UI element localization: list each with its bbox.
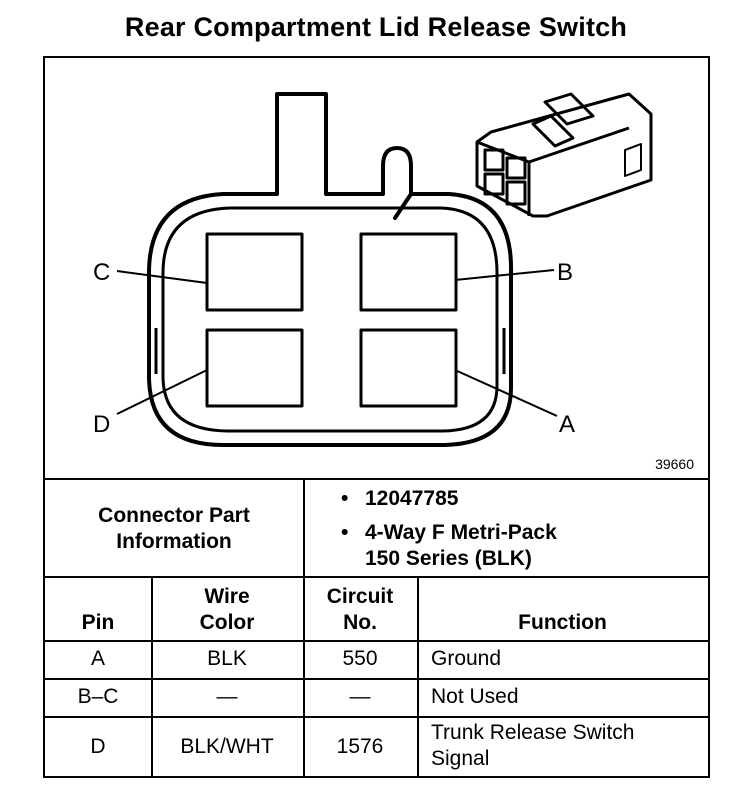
row-a-circuit: 550 [342, 647, 378, 670]
table-divider [45, 678, 708, 680]
table-divider [151, 576, 153, 778]
row-d-function-line1: Trunk Release Switch [431, 721, 635, 744]
header-function: Function [518, 611, 607, 634]
cavity-a [359, 328, 458, 408]
row-a-wire-color: BLK [207, 647, 247, 670]
part-number-item: • 12047785 [341, 486, 557, 512]
row-d-pin: D [90, 735, 106, 758]
connector-frame: C B D A 39660 Connector Part [43, 56, 710, 778]
connector-part-info-line2: Information [116, 530, 232, 553]
connector-face-diagram: C B D A [93, 92, 653, 447]
connector-part-info-label: Connector Part Information [45, 480, 303, 578]
table-divider [45, 478, 708, 480]
pin-label-c: C [93, 259, 110, 286]
pin-label-b: B [557, 259, 573, 286]
header-wire-color: Wire Color [151, 584, 303, 636]
figure-number: 39660 [655, 456, 694, 472]
table-divider [45, 716, 708, 718]
connector-housing-outline [147, 92, 514, 447]
row-d-function: Trunk Release Switch Signal [431, 720, 701, 772]
connector-description-item: • 4-Way F Metri-Pack 150 Series (BLK) [341, 520, 557, 572]
row-bc-function: Not Used [431, 685, 519, 708]
header-circuit: Circuit No. [303, 584, 417, 636]
diagram-title: Rear Compartment Lid Release Switch [124, 12, 628, 42]
bullet-icon: • [341, 521, 349, 544]
header-circuit-line1: Circuit [326, 585, 394, 608]
row-bc-pin: B–C [77, 685, 119, 708]
row-d-circuit: 1576 [336, 735, 384, 758]
pin-label-a: A [559, 411, 575, 438]
table-divider [303, 576, 305, 778]
table-divider [417, 576, 419, 778]
row-d-function-line2: Signal [431, 747, 490, 770]
row-a-function: Ground [431, 647, 502, 670]
bullet-icon: • [341, 487, 349, 510]
table-divider [303, 478, 305, 578]
row-a-pin: A [90, 647, 105, 670]
connector-inner-outline [161, 206, 499, 433]
table-divider [45, 640, 708, 642]
connector-description-line1: 4-Way F Metri-Pack [365, 521, 557, 544]
row-d-wire-color: BLK/WHT [180, 735, 274, 758]
header-wire-color-line1: Wire [204, 585, 250, 608]
pin-label-d: D [93, 411, 110, 438]
table-divider [45, 576, 708, 578]
row-bc-circuit: — [349, 685, 371, 708]
connector-3d-sketch [475, 92, 653, 218]
connector-part-info-values: • 12047785 • 4-Way F Metri-Pack 150 Seri… [341, 486, 557, 580]
cavity-c [205, 232, 304, 312]
connector-part-info-line1: Connector Part [98, 504, 250, 527]
row-bc-wire-color: — [216, 685, 238, 708]
part-number: 12047785 [365, 487, 459, 510]
header-pin: Pin [81, 611, 115, 634]
header-wire-color-line2: Color [199, 611, 255, 634]
cavity-d [205, 328, 304, 408]
connector-description-line2: 150 Series (BLK) [365, 547, 532, 570]
cavity-b [359, 232, 458, 312]
header-circuit-line2: No. [343, 611, 377, 634]
